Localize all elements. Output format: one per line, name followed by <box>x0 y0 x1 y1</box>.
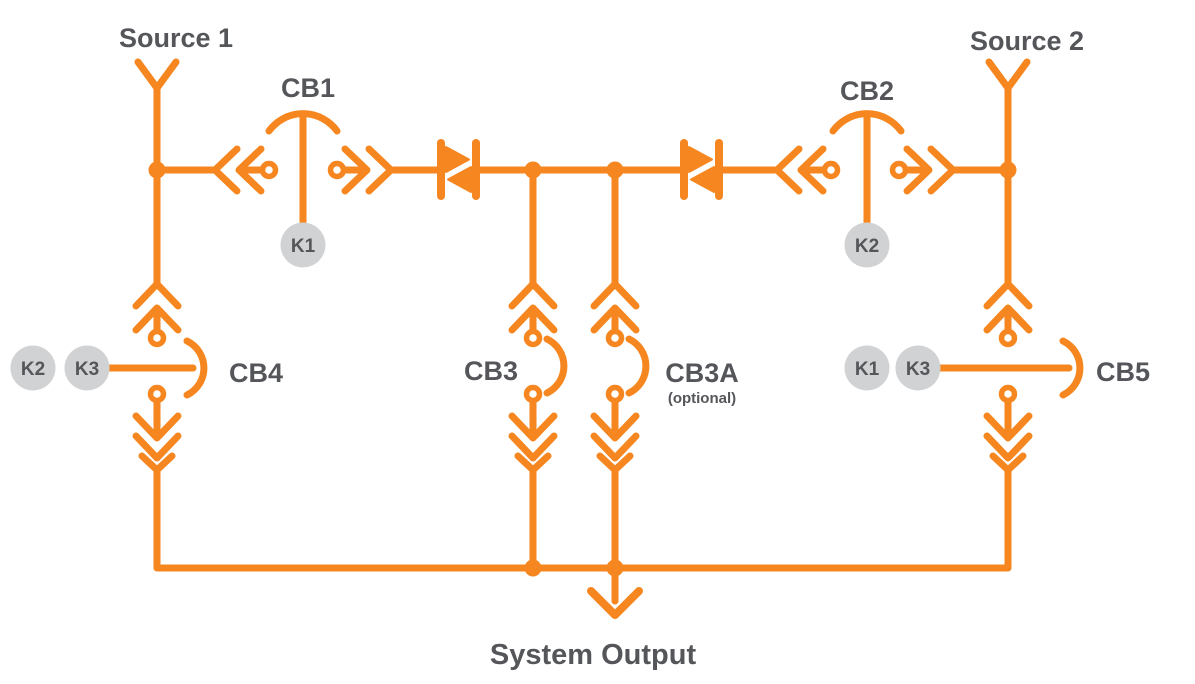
cb5-top-stab-icon <box>987 284 1029 345</box>
source-2-label: Source 2 <box>970 26 1084 56</box>
cb2-line-side-stab-icon <box>893 149 954 191</box>
cb4-label: CB4 <box>229 358 283 388</box>
diode-forward-icon <box>445 146 470 173</box>
k2-badge-label: K2 <box>855 236 879 257</box>
cb2-label: CB2 <box>840 76 894 106</box>
cb1-breaker: CB1 K1 <box>215 73 391 268</box>
junction-cb3a-top <box>606 161 624 179</box>
cb4-bottom-stab-icon <box>136 388 178 471</box>
diode-reverse-icon <box>447 166 472 193</box>
output-bus <box>153 466 1012 572</box>
cb3-label: CB3 <box>464 356 518 386</box>
cb4-top-stab-icon <box>136 284 178 345</box>
source-2-feeder: Source 2 <box>970 26 1084 288</box>
diode-pair-right <box>680 139 723 200</box>
cb4-contact-arc <box>183 337 208 399</box>
junction-source1 <box>148 161 166 179</box>
cb2-load-side-stab-icon <box>777 149 838 191</box>
cb5-k3-badge <box>895 345 941 391</box>
cb3-breaker: CB3 <box>464 166 568 572</box>
cb3-bottom-stab-icon <box>512 388 554 471</box>
cb5-contact-arc <box>1059 337 1084 399</box>
k2-badge <box>844 222 890 268</box>
junction-source2 <box>999 161 1017 179</box>
cb5-label: CB5 <box>1096 357 1150 387</box>
cb3a-label: CB3A <box>665 358 739 388</box>
cb3a-contact-arc <box>625 335 650 397</box>
junction-cb3-top <box>524 161 542 179</box>
diode-reverse-icon <box>690 166 715 193</box>
cb3a-optional-note: (optional) <box>668 390 736 407</box>
system-output-arrow-icon <box>587 587 643 619</box>
cb3-contact-arc <box>543 335 568 397</box>
cb1-load-side-stab-icon <box>331 149 392 191</box>
cb3a-top-stab-icon <box>594 284 636 345</box>
system-output-label: System Output <box>490 639 697 671</box>
system-output: System Output <box>490 564 697 671</box>
source-2-icon <box>985 58 1031 92</box>
diode-forward-icon <box>688 146 713 173</box>
k1-badge <box>280 222 326 268</box>
cb3a-bottom-stab-icon <box>594 388 636 471</box>
junction-dots <box>148 161 1017 577</box>
cb5-breaker: K1 K3 CB5 <box>844 284 1150 471</box>
cb4-k2-badge <box>10 345 56 391</box>
cb5-k1-badge <box>844 345 890 391</box>
cb3-top-stab-icon <box>512 284 554 345</box>
cb5-k3-badge-label: K3 <box>906 359 930 380</box>
cb3a-breaker: CB3A (optional) <box>594 166 739 572</box>
source-1-feeder: Source 1 <box>119 23 233 288</box>
cb1-line-side-stab-icon <box>215 149 276 191</box>
cb4-breaker: K2 K3 CB4 <box>10 284 283 471</box>
cb4-k2-badge-label: K2 <box>21 359 45 380</box>
junction-cb3-bottom <box>524 559 542 577</box>
cb5-bottom-stab-icon <box>987 388 1029 471</box>
source-1-icon <box>134 58 180 92</box>
source-1-label: Source 1 <box>119 23 233 53</box>
k1-badge-label: K1 <box>291 236 316 257</box>
diode-pair-left <box>437 139 480 200</box>
cb5-k1-badge-label: K1 <box>855 359 880 380</box>
cb1-label: CB1 <box>281 73 335 103</box>
output-bus-line <box>153 466 1012 572</box>
cb4-k3-badge <box>64 345 110 391</box>
cb4-k3-badge-label: K3 <box>75 359 99 380</box>
cb2-breaker: CB2 K2 <box>777 76 953 268</box>
